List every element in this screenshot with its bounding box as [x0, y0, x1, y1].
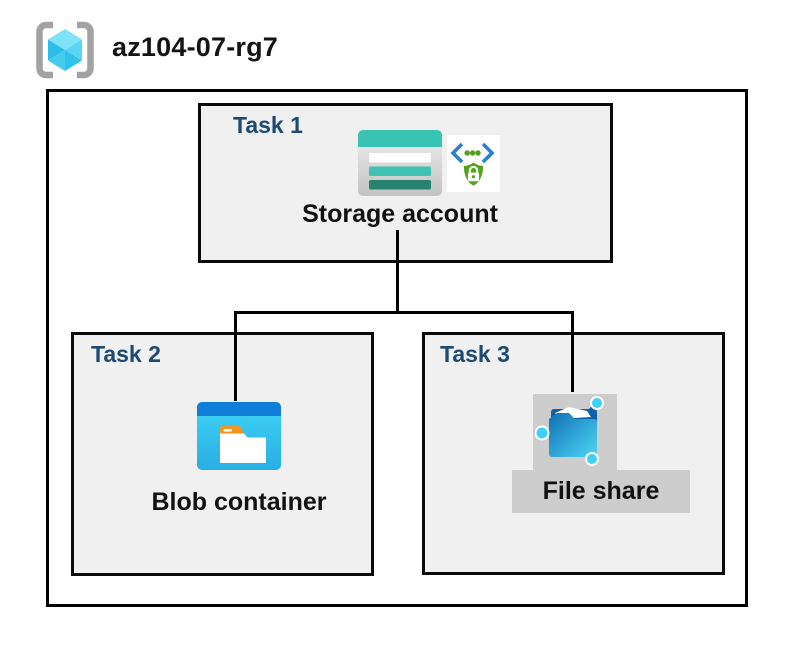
- file-share-label: File share: [542, 477, 660, 505]
- connector-storage-to-blob: [234, 311, 237, 401]
- storage-account-icon: [358, 130, 442, 196]
- file-share-icon: [535, 396, 604, 466]
- task-2-title: Task 2: [91, 341, 161, 367]
- blob-container-label: Blob container: [151, 488, 327, 516]
- storage-account-label: Storage account: [302, 200, 498, 228]
- connector-branch-horizontal: [234, 311, 574, 314]
- task-1-box: Task 1 Storage: [198, 103, 613, 263]
- blob-container-icon: [197, 402, 281, 470]
- task-3-title: Task 3: [440, 341, 510, 367]
- secure-access-icon: [447, 135, 500, 192]
- connector-storage-to-fileshare: [571, 311, 574, 392]
- task-1-title: Task 1: [233, 112, 303, 138]
- task-3-box: Task 3 File share: [422, 332, 725, 575]
- connector-storage-stem: [396, 230, 399, 314]
- file-share-label-highlight: File share: [512, 470, 690, 513]
- resource-group-icon: [36, 21, 94, 79]
- resource-group-title: az104-07-rg7: [112, 32, 278, 62]
- task-2-box: Task 2 Blob container: [71, 332, 374, 576]
